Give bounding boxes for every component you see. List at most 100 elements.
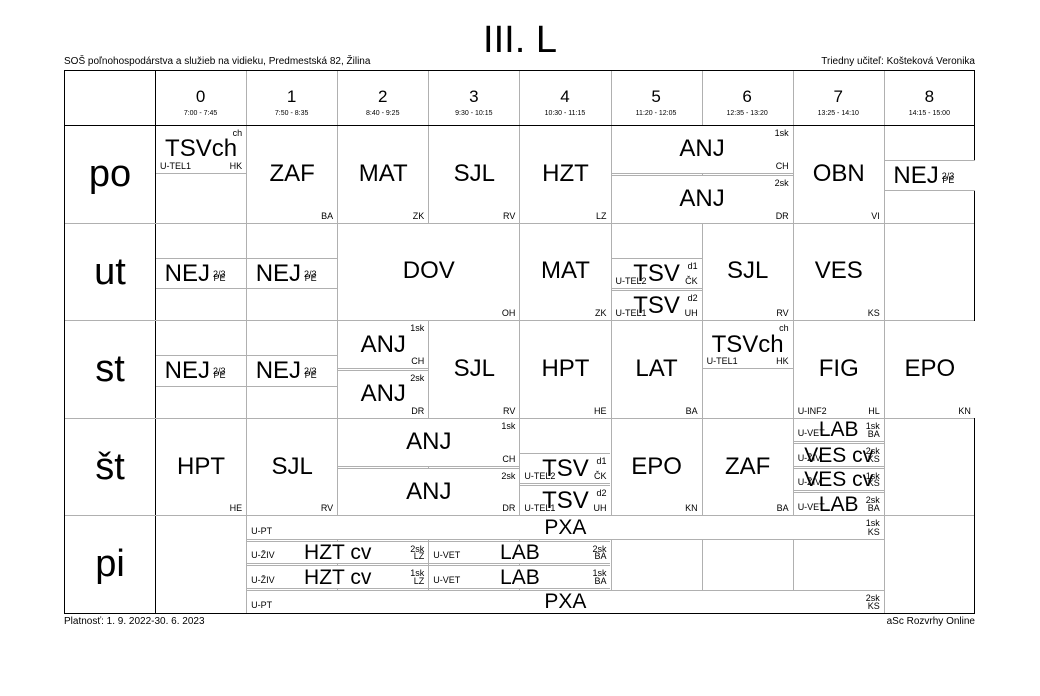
- lesson-group: 1sk: [865, 420, 880, 431]
- grid-column-line: [519, 71, 521, 613]
- school-name: SOŠ poľnohospodárstva a služieb na vidie…: [64, 56, 371, 67]
- period-time: 12:35 - 13:20: [726, 110, 768, 117]
- period-number: 7: [833, 87, 843, 106]
- lesson-subject: HPT: [177, 452, 226, 480]
- grid-column-line: [337, 71, 339, 613]
- lesson-teacher-code: KS: [867, 526, 880, 537]
- day-label: st: [95, 348, 125, 391]
- lesson-teacher: PE: [942, 175, 955, 186]
- lesson-teacher-code: HK: [229, 160, 243, 171]
- lesson-teacher-code: ČK: [593, 471, 607, 482]
- lesson-teacher-code: OH: [501, 308, 516, 319]
- lesson-room: U-VET: [433, 550, 461, 561]
- lesson-subject: MAT: [358, 159, 408, 187]
- lesson-subject: EPO: [904, 354, 956, 382]
- lesson-group-ratio: 2/3: [212, 268, 226, 279]
- lesson-room: U-ŽIV: [797, 452, 822, 463]
- lesson-card[interactable]: HPT HE: [156, 418, 247, 516]
- lesson-group: 1sk: [592, 568, 607, 579]
- lesson-teacher-code: CH: [411, 355, 425, 366]
- lesson-subject: SJL: [453, 159, 496, 187]
- lesson-room: U-ŽIV: [251, 574, 275, 585]
- grid-row-line: [65, 320, 974, 322]
- period-time: 10:30 - 11:15: [544, 110, 586, 117]
- lesson-group: ch: [779, 323, 789, 334]
- period-number: 2: [378, 87, 388, 106]
- lesson-room: U-TEL1: [524, 503, 556, 514]
- lesson-teacher-code: BA: [867, 503, 880, 514]
- lesson-subject: ANJ: [360, 380, 406, 408]
- lesson-room: U-TEL1: [615, 308, 647, 319]
- grid-column-line: [701, 71, 703, 613]
- grid-column-line: [610, 71, 612, 613]
- lesson-subject: LAB: [500, 541, 540, 565]
- lesson-subject: VES cv: [804, 443, 874, 467]
- lesson-teacher-code: DR: [502, 503, 516, 514]
- lesson-teacher-code: CH: [502, 453, 516, 464]
- lesson-room: U-VET: [433, 574, 461, 585]
- lesson-teacher: PE: [213, 272, 226, 283]
- period-number: 5: [651, 87, 661, 106]
- lesson-subject: PXA: [544, 516, 587, 540]
- lesson-teacher-code: RV: [776, 308, 789, 319]
- lesson-subject: LAB: [500, 565, 540, 589]
- lesson-group: ch: [232, 128, 243, 138]
- lesson-subject: ANJ: [406, 477, 452, 505]
- period-time: 9:30 - 10:15: [455, 110, 493, 117]
- lesson-subject: ZAF: [269, 159, 315, 187]
- lesson-group-ratio: 2/3: [212, 366, 226, 377]
- lesson-teacher-code: HE: [229, 503, 243, 514]
- period-number: 4: [560, 87, 570, 106]
- lesson-teacher-code: LZ: [413, 575, 425, 586]
